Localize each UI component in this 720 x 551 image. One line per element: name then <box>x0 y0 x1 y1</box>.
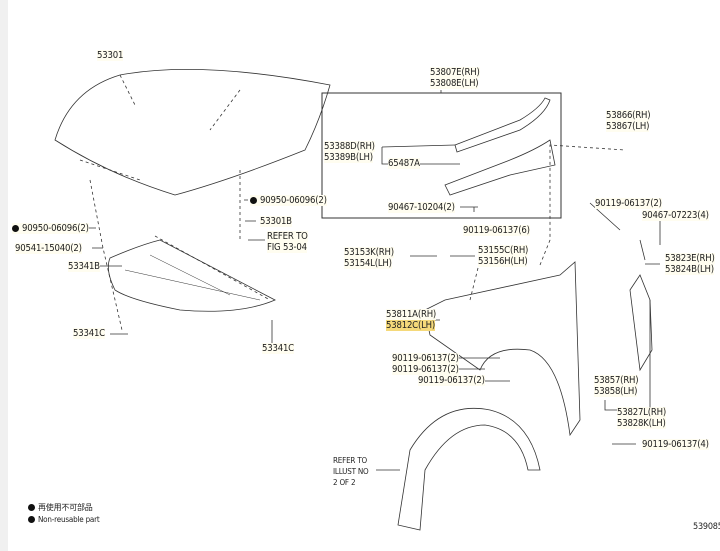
label-bracket-a-lh: 53154L(LH) <box>344 258 392 269</box>
label-cowl-clip: 65487A <box>388 158 420 169</box>
label-cowl-sub-rh: 53388D(RH) <box>324 141 375 152</box>
non-reusable-dot-icon <box>28 504 35 511</box>
liner-refer-line2: ILLUST NO <box>333 467 369 476</box>
non-reusable-dot-icon <box>250 197 257 204</box>
legend-text: 再使用不可部品 <box>38 503 93 512</box>
label-hood-support: 53301B <box>260 216 292 227</box>
label-lower-seal-rh: 53827L(RH) <box>617 407 666 418</box>
label-hood: 53301 <box>97 50 124 61</box>
part-number: 90950-06096(2) <box>22 223 89 234</box>
label-cowl-sub-lh: 53389B(LH) <box>324 152 373 163</box>
label-bracket-b-lh: 53156H(LH) <box>478 256 528 267</box>
label-side-seal-lh: 53824B(LH) <box>665 264 714 275</box>
label-bracket-b-rh: 53155C(RH) <box>478 245 529 256</box>
label-lower-seal-lh: 53828K(LH) <box>617 418 666 429</box>
left-margin <box>0 0 8 551</box>
label-cowl-seal-rh: 53807E(RH) <box>430 67 480 78</box>
side-seal-drawing <box>629 239 653 372</box>
label-clip-right: 53341C <box>262 343 294 354</box>
non-reusable-dot-icon <box>12 225 19 232</box>
label-protector-rh: 53857(RH) <box>594 375 639 386</box>
insulator-drawing <box>107 235 276 312</box>
label-bolt-6: 90119-06137(6) <box>463 225 530 236</box>
liner-drawing <box>397 407 541 531</box>
label-protector-lh: 53858(LH) <box>594 386 638 397</box>
liner-refer-line3: 2 OF 2 <box>333 478 356 487</box>
label-bolt-top: 90119-06137(2) <box>595 198 662 209</box>
liner-refer-line1: REFER TO <box>333 456 367 465</box>
label-fender-lh-highlighted: 53812C(LH) <box>386 320 436 331</box>
label-side-seal-rh: 53823E(RH) <box>665 253 715 264</box>
fender-drawing <box>424 144 626 437</box>
label-bracket-a-rh: 53153K(RH) <box>344 247 394 258</box>
non-reusable-dot-icon <box>28 516 35 523</box>
label-cowl-seal-lh: 53808E(LH) <box>430 78 479 89</box>
label-clip: 90541-15040(2) <box>15 243 82 254</box>
label-bracket-top-lh: 53867(LH) <box>606 121 650 132</box>
label-clip-top: 90467-07223(4) <box>642 210 709 221</box>
cowl-seal-drawing <box>444 97 556 196</box>
label-bolt-a: 90119-06137(2) <box>392 353 459 364</box>
label-cowl-screw: 90467-10204(2) <box>388 202 455 213</box>
label-hood-seal-left: 90950-06096(2) <box>12 223 89 234</box>
hood-drawing <box>54 69 331 196</box>
legend-english: Non-reusable part <box>28 514 100 525</box>
label-insulator: 53341B <box>68 261 100 272</box>
label-bolt-b: 90119-06137(2) <box>392 364 459 375</box>
label-refer-fig-line2: FIG 53-04 <box>267 242 307 253</box>
figure-code: 539085 <box>693 522 720 532</box>
label-fender-rh: 53811A(RH) <box>386 309 437 320</box>
legend-chinese: 再使用不可部品 <box>28 502 93 513</box>
part-number: 90950-06096(2) <box>260 195 327 206</box>
label-hood-seal-right: 90950-06096(2) <box>250 195 327 206</box>
label-bolt-c: 90119-06137(2) <box>418 375 485 386</box>
label-clip-left: 53341C <box>73 328 105 339</box>
label-refer-fig-line1: REFER TO <box>267 231 308 242</box>
label-bracket-top-rh: 53866(RH) <box>606 110 651 121</box>
label-bolt-4: 90119-06137(4) <box>642 439 709 450</box>
legend-text: Non-reusable part <box>38 515 100 524</box>
